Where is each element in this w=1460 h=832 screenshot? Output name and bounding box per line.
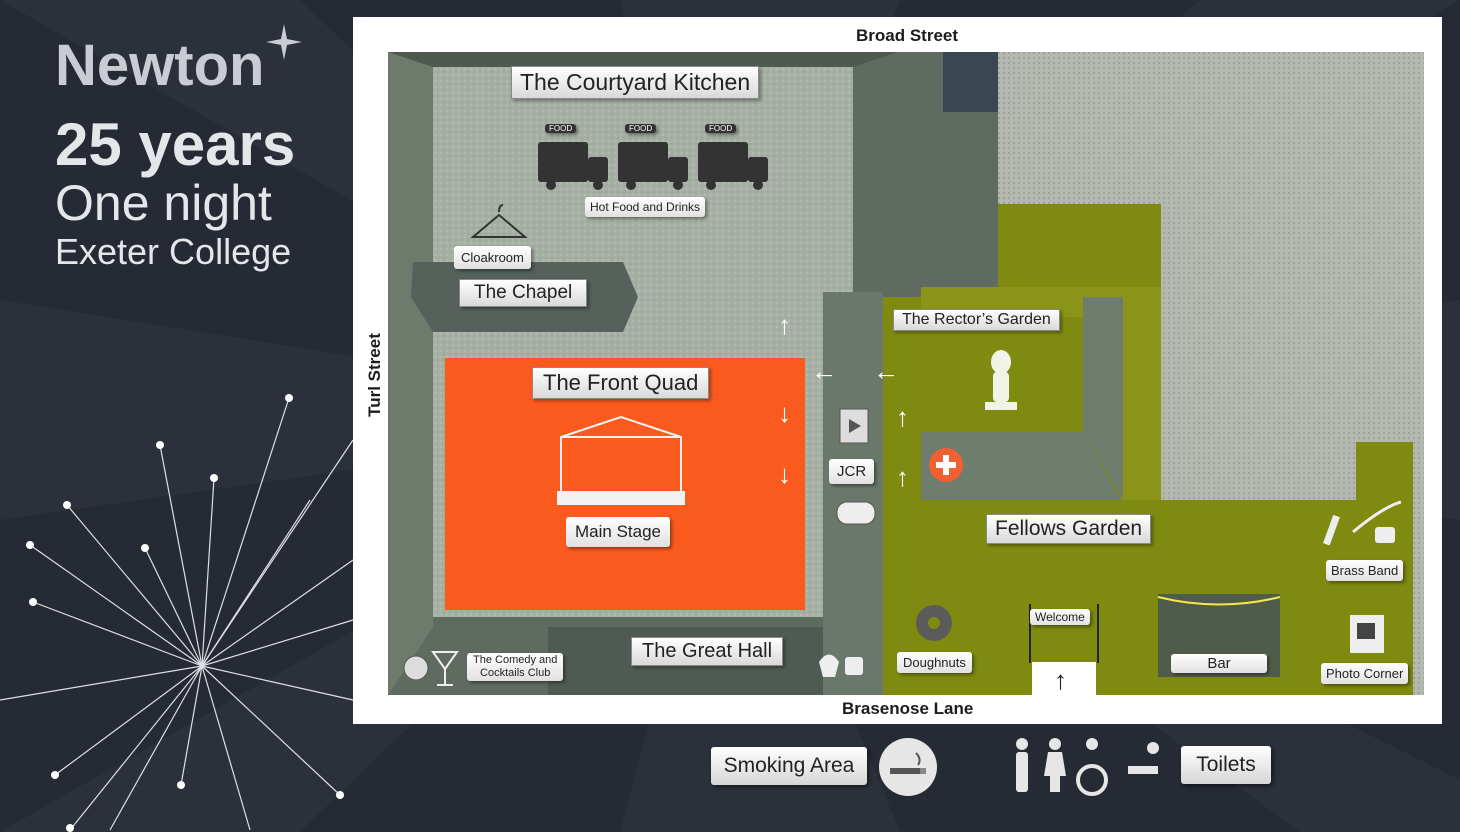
area-front-quad[interactable]: The Front Quad <box>504 367 710 399</box>
label-doughnuts[interactable]: Doughnuts <box>897 652 972 673</box>
arrow-up-icon: ↑ <box>896 402 909 432</box>
arrow-up-icon: ↑ <box>1054 665 1067 695</box>
entrance <box>1032 662 1096 695</box>
street-west: Turl Street <box>364 333 384 417</box>
arrow-up-icon: ↑ <box>778 310 791 340</box>
brand-block: Newton 25 years One night Exeter College <box>55 24 303 274</box>
arrow-down-icon: ↓ <box>778 459 791 489</box>
arrow-up-icon: ↑ <box>896 462 909 492</box>
food-sign-2: FOOD <box>625 124 657 133</box>
arrow-down-icon: ↓ <box>778 398 791 428</box>
cocktail-icon <box>431 651 459 686</box>
street-south: Brasenose Lane <box>842 699 974 718</box>
label-jcr[interactable]: JCR <box>829 459 875 484</box>
label-hot-food[interactable]: Hot Food and Drinks <box>585 197 706 217</box>
area-chapel[interactable]: The Chapel <box>441 279 588 307</box>
label-comedy-club[interactable]: The Comedy and Cocktails Club <box>467 653 564 681</box>
area-great-hall[interactable]: The Great Hall <box>607 637 784 666</box>
label-main-stage[interactable]: Main Stage <box>566 517 670 547</box>
newton-logo: Newton <box>55 24 303 96</box>
headline-years: 25 years <box>55 111 296 178</box>
sparkle-icon <box>266 24 303 60</box>
headline-night: One night <box>55 175 272 231</box>
gamepad-icon <box>836 501 876 525</box>
no-smoking-icon <box>879 738 937 796</box>
coffee-icon <box>845 657 863 675</box>
food-sign-3: FOOD <box>705 124 737 133</box>
area-fellows-garden[interactable]: Fellows Garden <box>961 514 1152 544</box>
headline-venue: Exeter College <box>55 231 292 272</box>
brass-band-icon <box>1323 500 1402 546</box>
arrow-left-icon: ← <box>811 356 837 386</box>
coat-hanger-icon <box>470 204 528 238</box>
area-courtyard-kitchen[interactable]: The Courtyard Kitchen <box>466 66 760 99</box>
food-sign-1: FOOD <box>545 124 577 133</box>
cupcake-icon <box>819 654 839 677</box>
front-quad-area <box>445 358 805 610</box>
street-north: Broad Street <box>856 26 959 45</box>
firework-icon <box>0 397 354 831</box>
label-bar[interactable]: Bar <box>1171 654 1267 673</box>
toilets-icon <box>1016 738 1159 796</box>
stage-icon <box>557 416 685 505</box>
food-truck-icon <box>538 142 768 190</box>
legend-toilets[interactable]: Toilets <box>1181 746 1271 784</box>
venue-map: Broad Street Brasenose Lane Turl Street … <box>353 17 1442 724</box>
label-brass-band[interactable]: Brass Band <box>1326 560 1404 581</box>
statue-icon <box>985 350 1017 410</box>
area-rectors-garden[interactable]: The Rector’s Garden <box>873 309 1060 331</box>
comedy-mask-icon <box>403 655 429 681</box>
label-photo-corner[interactable]: Photo Corner <box>1321 663 1409 684</box>
legend-smoking-area[interactable]: Smoking Area <box>711 747 867 785</box>
label-cloakroom[interactable]: Cloakroom <box>454 246 531 269</box>
arrow-left-icon: ← <box>873 356 899 386</box>
label-welcome[interactable]: Welcome <box>1030 609 1090 625</box>
